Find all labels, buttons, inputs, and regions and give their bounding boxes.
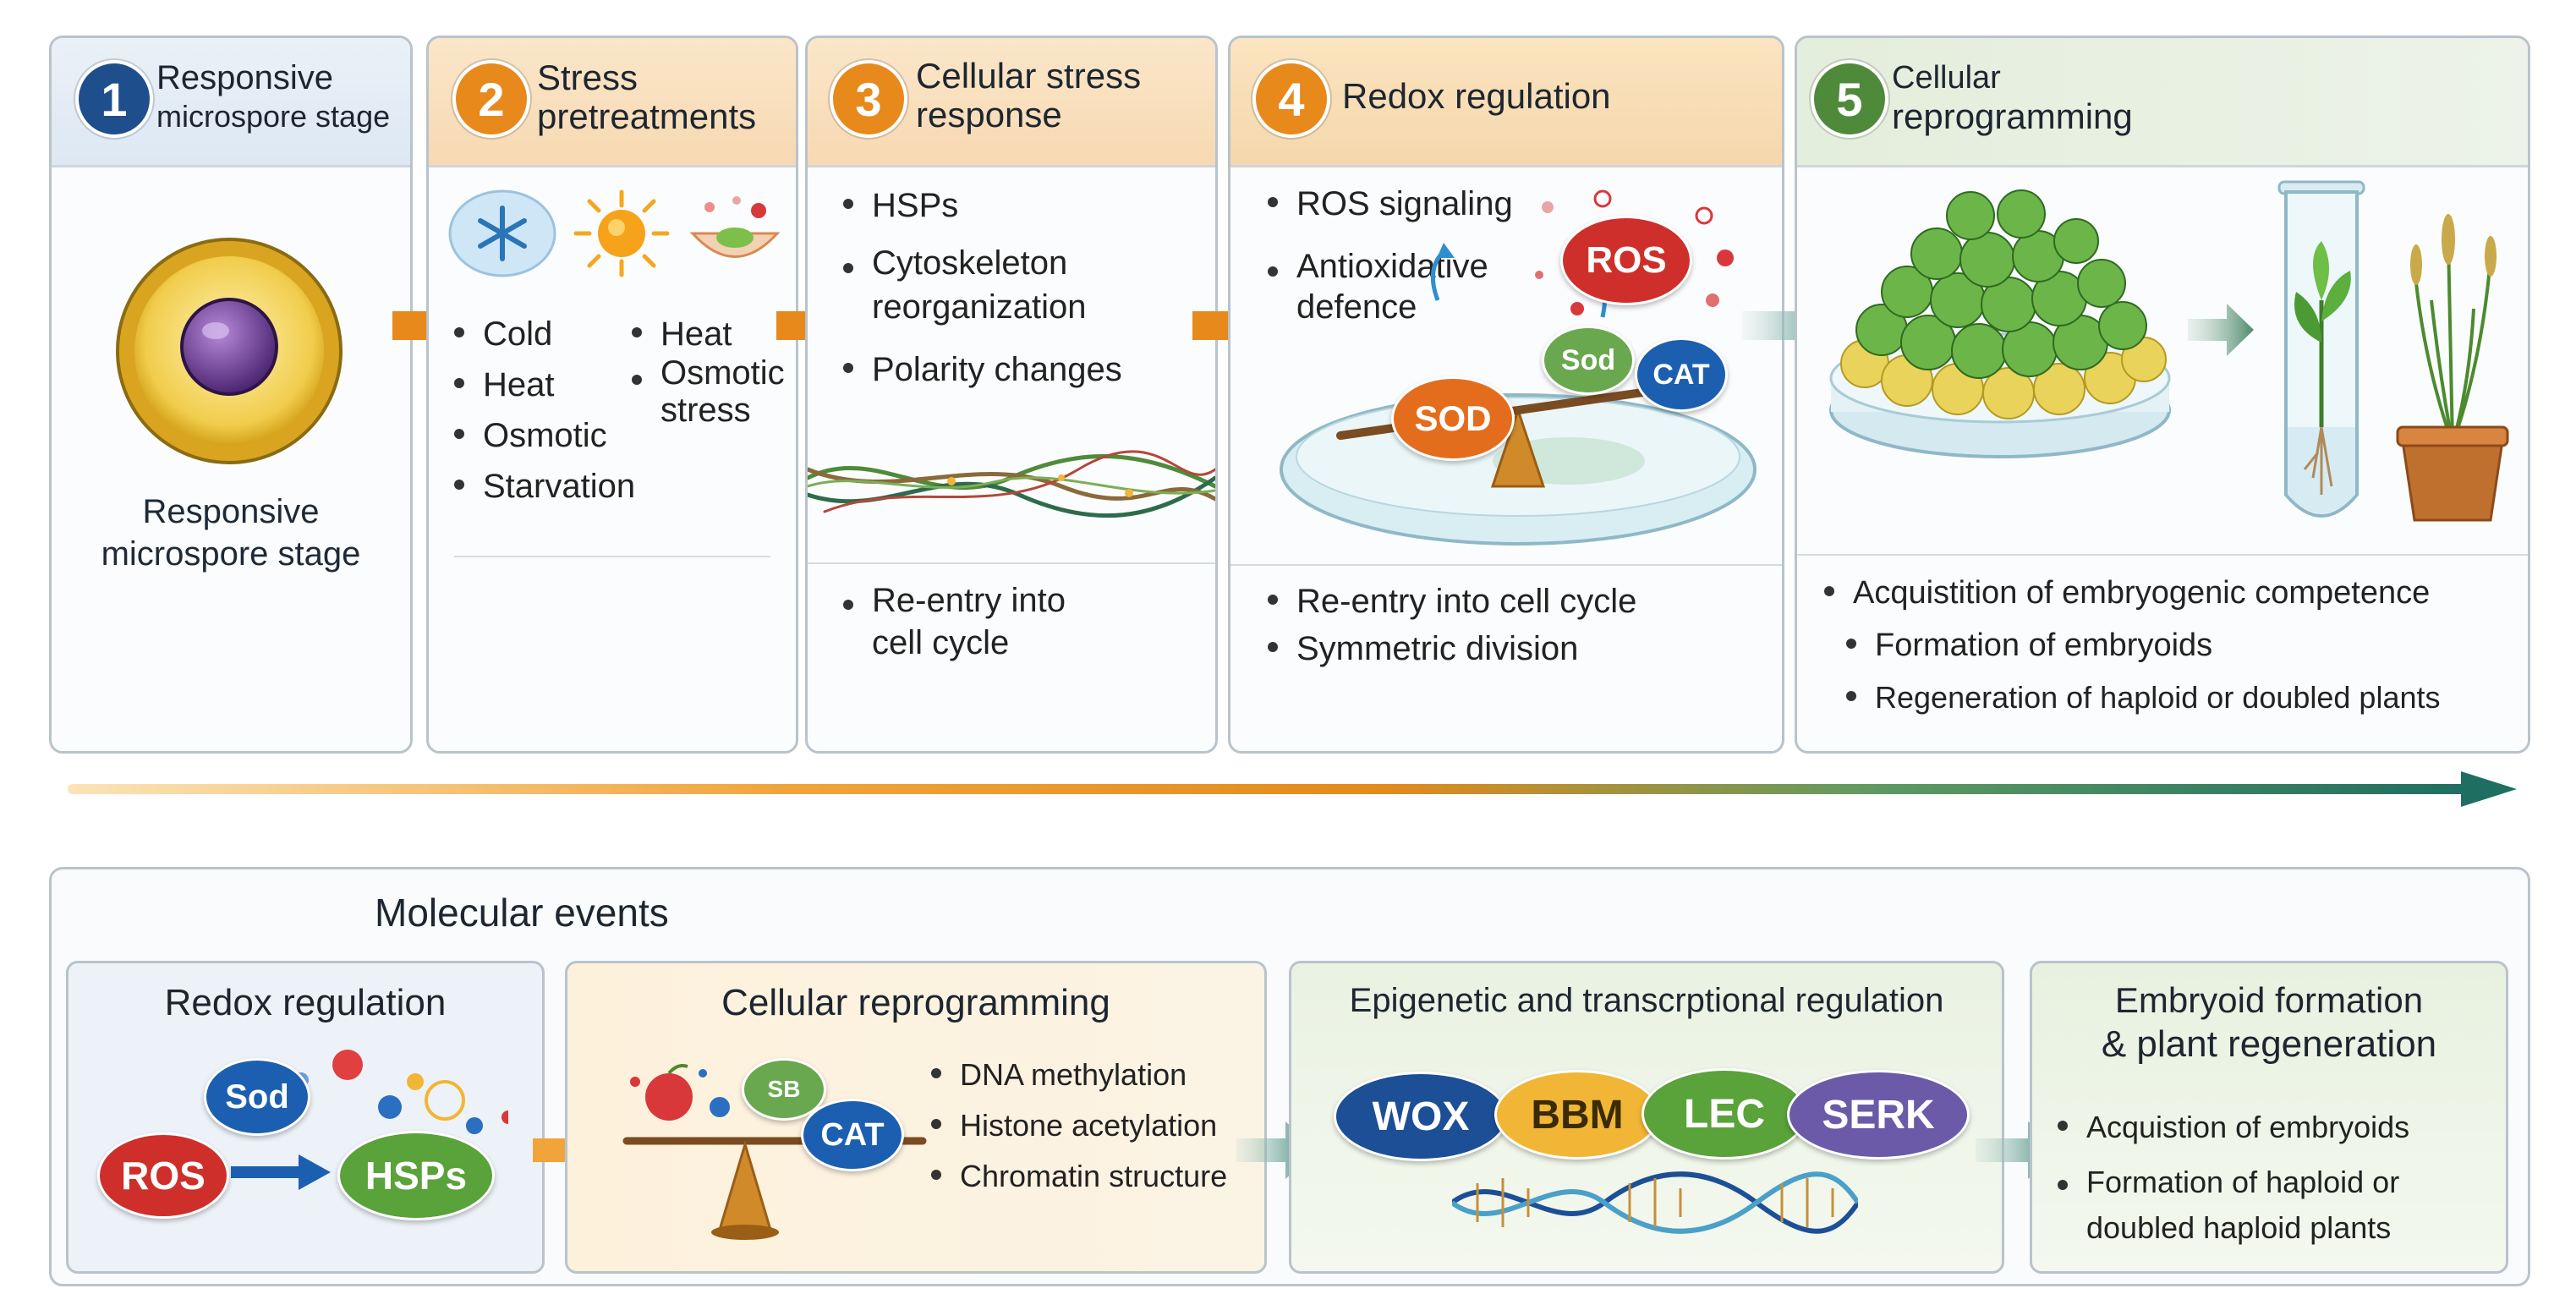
- stage-4-divider: [1230, 564, 1782, 566]
- nutrient-dish-icon: [689, 196, 781, 258]
- cytoskeleton-fibers-illustration: [808, 450, 1215, 518]
- gene-lec-label: LEC: [1642, 1068, 1807, 1160]
- reprogramming-sb-label: SB: [742, 1058, 826, 1121]
- molecular-box-reprogramming-title: Cellular reprogramming: [721, 982, 1110, 1023]
- molecular-box-redox-title: Redox regulation: [164, 982, 447, 1023]
- stage-5-panel: 5 Cellular reprogramming: [1795, 36, 2530, 754]
- redox-sod-label: Sod: [204, 1058, 310, 1136]
- reprogramming-bullet-3: Chromatin structure: [931, 1154, 1227, 1198]
- stage-4-title: Redox regulation: [1342, 76, 1611, 116]
- stage-3-panel: 3 Cellular stress response HSPs Cytoskel…: [805, 36, 1218, 754]
- stage-3-bullet-2: Cytoskeleton reorganization: [843, 241, 1181, 329]
- snowflake-icon: [448, 189, 556, 277]
- molecular-box-epigenetic: Epigenetic and transcrptional regulation…: [1289, 961, 2004, 1274]
- sun-icon: [573, 189, 670, 277]
- microspore-cell-icon: [116, 238, 343, 464]
- stage-5-bullet-3: Regeneration of haploid or doubled plant…: [1846, 676, 2441, 720]
- gene-wox-label: WOX: [1334, 1072, 1508, 1161]
- arrow-dish-to-tube: [2188, 304, 2254, 356]
- stage-4-header: 4 Redox regulation: [1230, 38, 1782, 167]
- embryoid-bullet-1: Acquistion of embryoids: [2058, 1105, 2409, 1149]
- stage-3-title: Cellular stress response: [916, 56, 1142, 134]
- stage-5-header: 5 Cellular reprogramming: [1797, 38, 2528, 167]
- stage-1-badge: 1: [75, 60, 153, 138]
- stage-2-badge: 2: [452, 60, 530, 138]
- cat-label: CAT: [1635, 337, 1728, 412]
- embryoid-dish-illustration: [1829, 189, 2171, 458]
- ros-to-hsps-arrow: [231, 1154, 331, 1190]
- sod-small-label: Sod: [1542, 326, 1635, 395]
- sod-label: SOD: [1391, 376, 1515, 461]
- timeline-arrow: [68, 771, 2517, 807]
- stage-5-bullet-1: Acquistition of embryogenic competence: [1824, 571, 2430, 615]
- stage-2-panel: 2 Stress pretreatments Cold Heat Osmotic…: [426, 36, 798, 754]
- stage-4-panel: 4 Redox regulation ROS signaling Antioxi…: [1228, 36, 1784, 754]
- stage-2-bullet-right-1: Heat: [632, 312, 732, 356]
- molecular-box-embryoid-title: Embryoid formation & plant regeneration: [2101, 980, 2437, 1065]
- stage-4-bottom-bullet-2: Symmetric division: [1268, 627, 1578, 671]
- potted-plant-illustration: [2396, 214, 2509, 522]
- stage-4-bullet-2: Antioxidative defence: [1268, 246, 1488, 327]
- molecular-box-embryoid: Embryoid formation & plant regeneration …: [2030, 961, 2508, 1274]
- stage-1-title: Responsive microspore stage: [156, 59, 391, 134]
- reprogramming-bullet-2: Histone acetylation: [931, 1104, 1217, 1148]
- reprogramming-bullet-1: DNA methylation: [931, 1053, 1187, 1097]
- stage-3-bullet-1: HSPs: [843, 184, 958, 228]
- stage-1-panel: 1 Responsive microspore stage Responsive…: [49, 36, 413, 754]
- stage-2-bullet-right-2: Osmotic stress: [632, 354, 785, 429]
- stage-1-header: 1 Responsive microspore stage: [52, 38, 410, 167]
- redox-ros-label: ROS: [97, 1132, 229, 1219]
- stage-3-bullet-3: Polarity changes: [843, 348, 1122, 392]
- stage-3-header: 3 Cellular stress response: [808, 38, 1215, 167]
- stage-2-title: Stress pretreatments: [537, 58, 757, 136]
- stage-2-bullet-left-1: Cold: [454, 312, 552, 356]
- test-tube-plantlet-illustration: [2277, 180, 2365, 518]
- stage-5-title: Cellular reprogramming: [1892, 60, 2133, 136]
- gene-serk-label: SERK: [1787, 1070, 1970, 1160]
- redox-hsps-label: HSPs: [337, 1131, 495, 1220]
- molecular-box-reprogramming: Cellular reprogramming SB CAT DNA methyl…: [565, 961, 1267, 1274]
- stage-4-bottom-bullet-1: Re-entry into cell cycle: [1268, 579, 1636, 623]
- stage-2-divider: [454, 556, 770, 557]
- gene-bbm-label: BBM: [1494, 1070, 1660, 1160]
- stage-4-bullet-1: ROS signaling: [1268, 182, 1513, 226]
- stage-5-divider: [1797, 554, 2528, 556]
- stage-2-bullet-left-4: Starvation: [454, 464, 635, 508]
- stage-1-caption: Responsive microspore stage: [101, 493, 361, 573]
- stage-2-header: 2 Stress pretreatments: [429, 38, 796, 167]
- embryoid-bullet-2: Formation of haploid or doubled haploid …: [2058, 1160, 2480, 1251]
- molecular-events-title: Molecular events: [375, 891, 669, 935]
- stage-5-badge: 5: [1811, 60, 1888, 138]
- dna-helix-illustration: [1452, 1171, 1858, 1234]
- molecular-box-epigenetic-title: Epigenetic and transcrptional regulation: [1349, 982, 1944, 1019]
- stage-4-badge: 4: [1252, 60, 1330, 138]
- stage-2-bullet-left-3: Osmotic: [454, 414, 607, 458]
- reprogramming-cat-label: CAT: [801, 1099, 904, 1171]
- stage-3-badge: 3: [830, 60, 907, 138]
- stage-3-divider: [808, 562, 1215, 564]
- stage-2-bullet-left-2: Heat: [454, 363, 555, 407]
- molecular-box-redox: Redox regulation Sod ROS HSPs: [66, 961, 545, 1274]
- stage-5-bullet-2: Formation of embryoids: [1846, 623, 2212, 667]
- stage-3-bottom-bullet: Re-entry into cell cycle: [843, 579, 1097, 664]
- ros-label: ROS: [1560, 216, 1692, 305]
